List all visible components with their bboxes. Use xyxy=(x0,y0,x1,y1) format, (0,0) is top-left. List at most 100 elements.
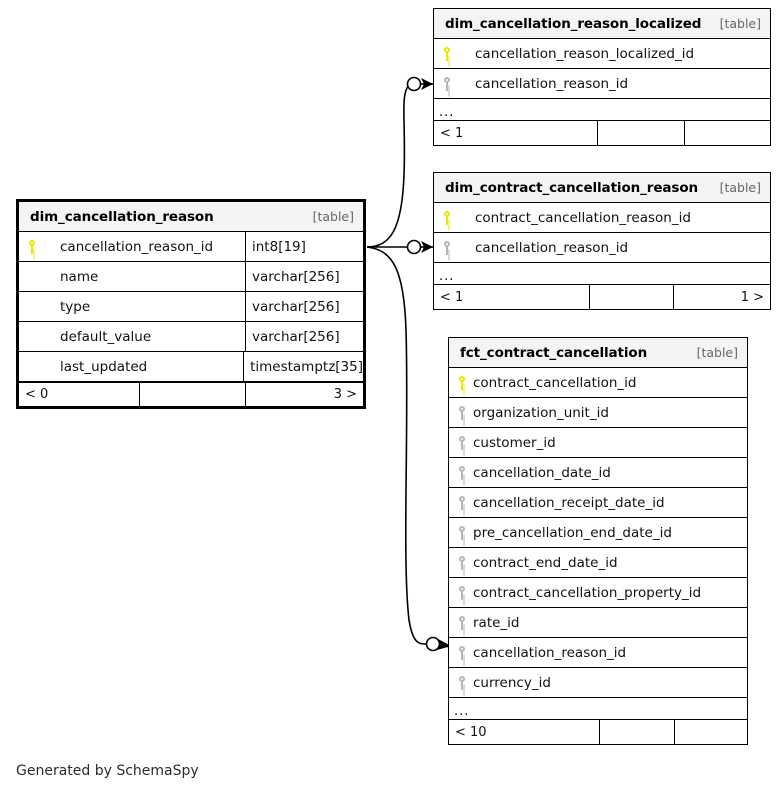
table-row[interactable]: contract_end_date_id xyxy=(449,548,747,578)
table-row[interactable]: cancellation_receipt_date_id xyxy=(449,488,747,518)
table-row[interactable]: cancellation_date_id xyxy=(449,458,747,488)
table-row[interactable]: contract_cancellation_id xyxy=(449,368,747,398)
primary-key-icon xyxy=(442,210,454,226)
column-name: contract_cancellation_id xyxy=(473,374,637,391)
foreign-key-icon xyxy=(457,675,469,691)
table-row[interactable]: pre_cancellation_end_date_id xyxy=(449,518,747,548)
column-cell: rate_id xyxy=(449,608,747,637)
footer-child-count xyxy=(674,720,747,744)
column-cell: currency_id xyxy=(449,668,747,697)
table-kind-label: [table] xyxy=(719,180,761,195)
column-cell: contract_cancellation_id xyxy=(449,368,747,397)
column-cell: contract_cancellation_property_id xyxy=(449,578,747,607)
table-header: fct_contract_cancellation [table] xyxy=(449,338,747,368)
column-cell: contract_end_date_id xyxy=(449,548,747,577)
generated-by-caption: Generated by SchemaSpy xyxy=(16,763,199,779)
column-cell: type xyxy=(19,292,245,321)
column-type: varchar[256] xyxy=(245,292,363,321)
column-name: default_value xyxy=(60,328,152,345)
foreign-key-icon xyxy=(457,405,469,421)
column-cell: cancellation_reason_id xyxy=(434,69,770,98)
table-row[interactable]: cancellation_reason_id int8[19] xyxy=(19,232,363,262)
column-name: customer_id xyxy=(473,434,556,451)
footer-middle xyxy=(589,285,673,309)
foreign-key-icon xyxy=(457,435,469,451)
table-dim-contract-cancellation-reason[interactable]: dim_contract_cancellation_reason [table]… xyxy=(433,172,771,310)
foreign-key-icon xyxy=(457,465,469,481)
column-name: name xyxy=(60,268,99,285)
footer-child-count xyxy=(684,121,770,145)
footer-child-count: 3 > xyxy=(245,383,363,406)
column-name: rate_id xyxy=(473,614,520,631)
column-cell: cancellation_date_id xyxy=(449,458,747,487)
table-row[interactable]: default_value varchar[256] xyxy=(19,322,363,352)
column-cell: cancellation_reason_localized_id xyxy=(434,39,770,68)
column-cell: organization_unit_id xyxy=(449,398,747,427)
table-row[interactable]: name varchar[256] xyxy=(19,262,363,292)
foreign-key-icon xyxy=(442,240,454,256)
foreign-key-icon xyxy=(457,525,469,541)
table-row[interactable]: contract_cancellation_property_id xyxy=(449,578,747,608)
column-name: currency_id xyxy=(473,674,551,691)
column-name: cancellation_reason_id xyxy=(475,239,629,256)
column-name: last_updated xyxy=(60,358,148,375)
table-dim-cancellation-reason[interactable]: dim_cancellation_reason [table] cancella… xyxy=(16,199,366,409)
footer-parent-count: < 10 xyxy=(455,724,487,740)
table-title: dim_cancellation_reason_localized xyxy=(445,15,702,32)
column-name: cancellation_receipt_date_id xyxy=(473,494,665,511)
column-name: cancellation_reason_id xyxy=(60,238,214,255)
column-cell: pre_cancellation_end_date_id xyxy=(449,518,747,547)
column-cell: default_value xyxy=(19,322,245,351)
column-name: cancellation_reason_localized_id xyxy=(475,45,695,62)
column-type: timestamptz[35] xyxy=(243,352,363,381)
table-title: dim_contract_cancellation_reason xyxy=(445,179,699,196)
table-row[interactable]: contract_cancellation_reason_id xyxy=(434,203,770,233)
primary-key-icon xyxy=(442,46,454,62)
table-row[interactable]: cancellation_reason_id xyxy=(449,638,747,668)
table-row[interactable]: customer_id xyxy=(449,428,747,458)
column-name: pre_cancellation_end_date_id xyxy=(473,524,672,541)
more-columns-indicator: ... xyxy=(434,99,770,121)
more-columns-indicator: ... xyxy=(449,698,747,720)
table-footer: < 10 xyxy=(449,720,747,744)
table-row[interactable]: cancellation_reason_id xyxy=(434,233,770,263)
table-fct-contract-cancellation[interactable]: fct_contract_cancellation [table] contra… xyxy=(448,337,748,745)
primary-key-icon xyxy=(457,375,469,391)
table-row[interactable]: type varchar[256] xyxy=(19,292,363,322)
footer-parent-count: < 1 xyxy=(440,289,464,305)
table-footer: < 1 1 > xyxy=(434,285,770,309)
column-name: type xyxy=(60,298,91,315)
column-type: varchar[256] xyxy=(245,262,363,291)
table-row[interactable]: currency_id xyxy=(449,668,747,698)
table-kind-label: [table] xyxy=(312,209,354,224)
table-row[interactable]: cancellation_reason_localized_id xyxy=(434,39,770,69)
table-dim-cancellation-reason-localized[interactable]: dim_cancellation_reason_localized [table… xyxy=(433,8,771,146)
column-cell: name xyxy=(19,262,245,291)
column-cell: cancellation_reason_id xyxy=(434,233,770,262)
footer-parent-count: < 0 xyxy=(25,387,49,402)
relationship-line-contract-reason xyxy=(367,239,433,255)
primary-key-icon xyxy=(27,239,39,255)
column-name: contract_end_date_id xyxy=(473,554,618,571)
relationship-line-localized xyxy=(366,76,433,248)
column-cell: customer_id xyxy=(449,428,747,457)
table-row[interactable]: last_updated timestamptz[35] xyxy=(19,352,363,382)
footer-middle xyxy=(597,121,684,145)
table-row[interactable]: cancellation_reason_id xyxy=(434,69,770,99)
footer-middle xyxy=(139,383,245,406)
table-footer: < 1 xyxy=(434,121,770,145)
foreign-key-icon xyxy=(457,555,469,571)
column-type: int8[19] xyxy=(245,232,363,261)
footer-middle xyxy=(599,720,674,744)
table-row[interactable]: organization_unit_id xyxy=(449,398,747,428)
column-type: varchar[256] xyxy=(245,322,363,351)
table-row[interactable]: rate_id xyxy=(449,608,747,638)
footer-child-count: 1 > xyxy=(673,285,770,309)
more-columns-indicator: ... xyxy=(434,263,770,285)
column-name: organization_unit_id xyxy=(473,404,609,421)
column-name: contract_cancellation_property_id xyxy=(473,584,702,601)
table-header: dim_contract_cancellation_reason [table] xyxy=(434,173,770,203)
foreign-key-icon xyxy=(442,76,454,92)
table-kind-label: [table] xyxy=(696,345,738,360)
